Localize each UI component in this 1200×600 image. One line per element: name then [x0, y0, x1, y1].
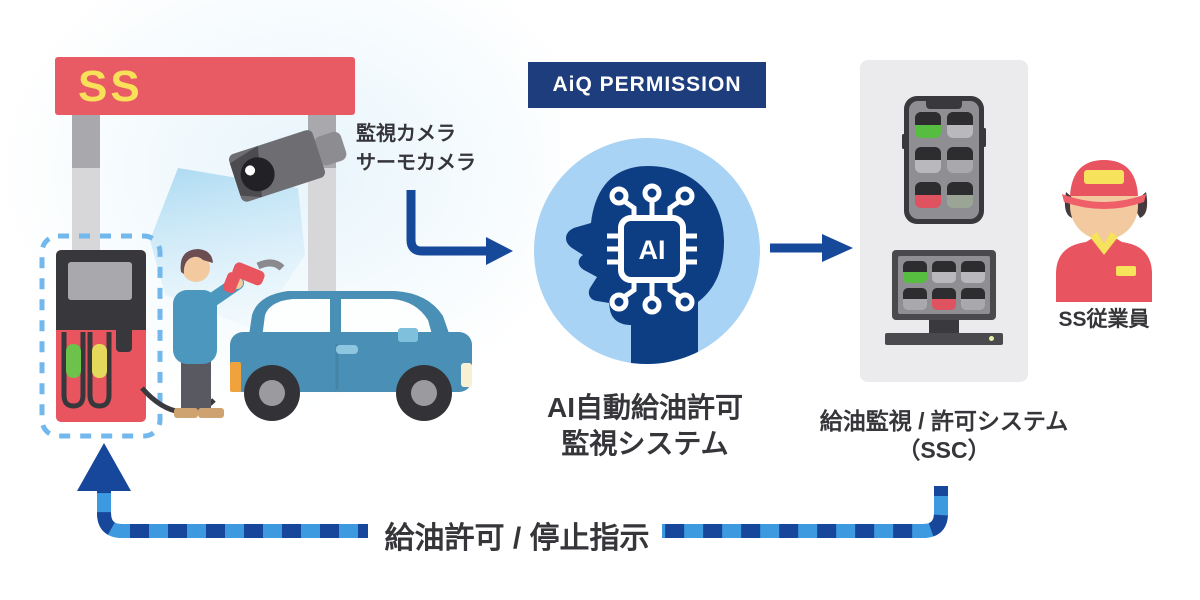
- ai-caption-line1: AI自動給油許可: [546, 392, 743, 423]
- monitor-icon: [884, 250, 1004, 345]
- surveillance-camera-icon: [228, 130, 347, 202]
- monitor-screen: [898, 256, 990, 314]
- monitor-base: [885, 333, 1003, 345]
- car-icon: [230, 291, 472, 421]
- fuel-nozzle-icon: [222, 259, 285, 294]
- ssc-caption-line1: 給油監視 / 許可システム: [819, 408, 1069, 434]
- monitor-stand: [929, 320, 959, 333]
- staff-label: SS従業員: [1058, 308, 1150, 331]
- aiq-permission-banner: AiQ PERMISSION: [528, 62, 766, 108]
- canopy-pillars: [72, 112, 336, 302]
- camera-caption-line1: 監視カメラ: [356, 123, 456, 145]
- smartphone-icon: [902, 96, 986, 224]
- status-tile-red: [932, 288, 956, 310]
- ai-system-caption: AI自動給油許可 監視システム: [505, 390, 785, 462]
- camera-beam: [150, 168, 305, 330]
- status-tile-gray: [915, 147, 941, 173]
- camera-caption: 監視カメラ サーモカメラ: [356, 120, 476, 178]
- ss-sign: SS: [55, 57, 355, 115]
- status-tile-gray: [947, 182, 973, 208]
- feedback-arrow-label: 給油許可 / 停止指示: [384, 522, 650, 555]
- status-tile-red: [915, 182, 941, 208]
- smartphone-screen: [909, 101, 979, 219]
- status-tile-gray: [961, 288, 985, 310]
- ss-sign-label: SS: [78, 62, 143, 111]
- status-tile-green: [903, 261, 927, 283]
- phone-button: [902, 134, 905, 149]
- monitor-frame: [892, 250, 996, 320]
- ssc-caption-line2: （SSC）: [897, 437, 991, 463]
- status-tile-gray: [903, 288, 927, 310]
- fuel-pump-icon: [56, 250, 216, 422]
- ai-chip-label: AI: [639, 235, 666, 265]
- status-tile-green: [915, 112, 941, 138]
- power-led: [989, 336, 994, 341]
- gas-station-scene: SS: [39, 57, 472, 439]
- ai-to-ssc-arrow: [770, 234, 853, 262]
- ai-chip-icon: AI: [607, 183, 697, 315]
- phone-button: [983, 128, 986, 147]
- camera-caption-line2: サーモカメラ: [356, 152, 476, 174]
- ssc-panel: [860, 60, 1028, 382]
- status-tile-gray: [947, 147, 973, 173]
- ai-caption-line2: 監視システム: [561, 428, 729, 459]
- phone-notch: [926, 101, 962, 109]
- status-tile-gray: [947, 112, 973, 138]
- status-tile-gray: [961, 261, 985, 283]
- staff-avatar: [1056, 160, 1152, 302]
- fuel-pump-highlight: [39, 233, 163, 439]
- ssc-caption: 給油監視 / 許可システム （SSC）: [810, 407, 1078, 465]
- status-tile-gray: [932, 261, 956, 283]
- ai-system-icon: AI: [534, 138, 760, 364]
- attendant-icon: [173, 249, 285, 418]
- ai-head-icon: AI: [565, 166, 724, 364]
